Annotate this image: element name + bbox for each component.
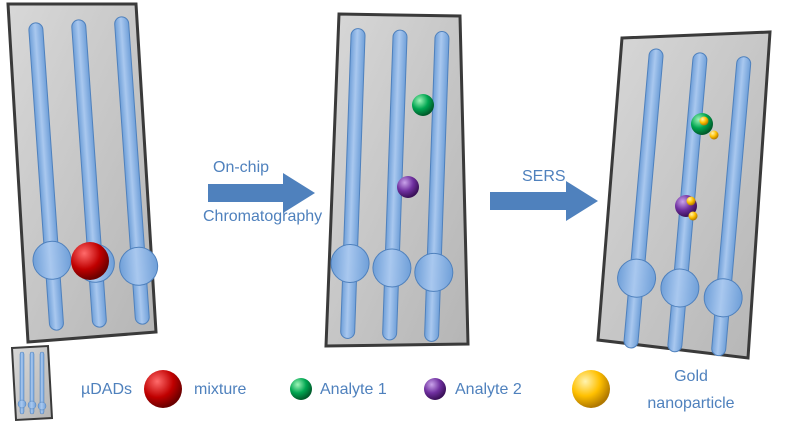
chip-2-channels bbox=[330, 28, 454, 342]
chip-1-reservoir bbox=[32, 240, 72, 280]
chip-3-reservoir bbox=[617, 258, 657, 298]
chip-3-reservoir bbox=[703, 278, 743, 318]
gold-nanoparticle bbox=[699, 116, 709, 126]
legend bbox=[10, 344, 610, 422]
legend-analyte-2-swatch bbox=[424, 378, 446, 400]
legend-analyte-1-label: Analyte 1 bbox=[320, 381, 387, 398]
legend-mixture-swatch bbox=[144, 370, 182, 408]
legend-device-icon bbox=[10, 344, 54, 422]
mixture-droplet bbox=[71, 242, 109, 280]
chip-1-reservoir bbox=[119, 246, 159, 286]
chip-2-reservoir bbox=[372, 248, 412, 288]
arrow-on-chip-chromatography bbox=[208, 173, 315, 213]
legend-device-label: µDADs bbox=[81, 381, 132, 398]
chip-3-reservoir bbox=[660, 268, 700, 308]
legend-gold-label-line-2: nanoparticle bbox=[647, 395, 735, 412]
arrow-sers bbox=[490, 181, 598, 221]
legend-mixture-label: mixture bbox=[194, 381, 247, 398]
step-2-label: SERS bbox=[522, 168, 566, 185]
gold-nanoparticle bbox=[688, 211, 698, 221]
analyte-1-spot bbox=[412, 94, 434, 116]
chip-1 bbox=[6, 2, 159, 344]
chip-2-reservoir bbox=[414, 252, 454, 292]
legend-gold-label-line-1: Gold bbox=[674, 368, 708, 385]
legend-analyte-1-swatch bbox=[290, 378, 312, 400]
chip-3 bbox=[596, 30, 772, 360]
legend-analyte-2-label: Analyte 2 bbox=[455, 381, 522, 398]
step-1-label-line-1: On-chip bbox=[213, 159, 270, 176]
legend-gold-swatch bbox=[572, 370, 610, 408]
step-1-label-line-2: Chromatography bbox=[203, 208, 323, 225]
chip-2-reservoir bbox=[330, 243, 370, 283]
gold-nanoparticle bbox=[686, 196, 696, 206]
chip-2 bbox=[324, 12, 470, 348]
gold-nanoparticle bbox=[709, 130, 719, 140]
analyte-2-spot bbox=[397, 176, 419, 198]
